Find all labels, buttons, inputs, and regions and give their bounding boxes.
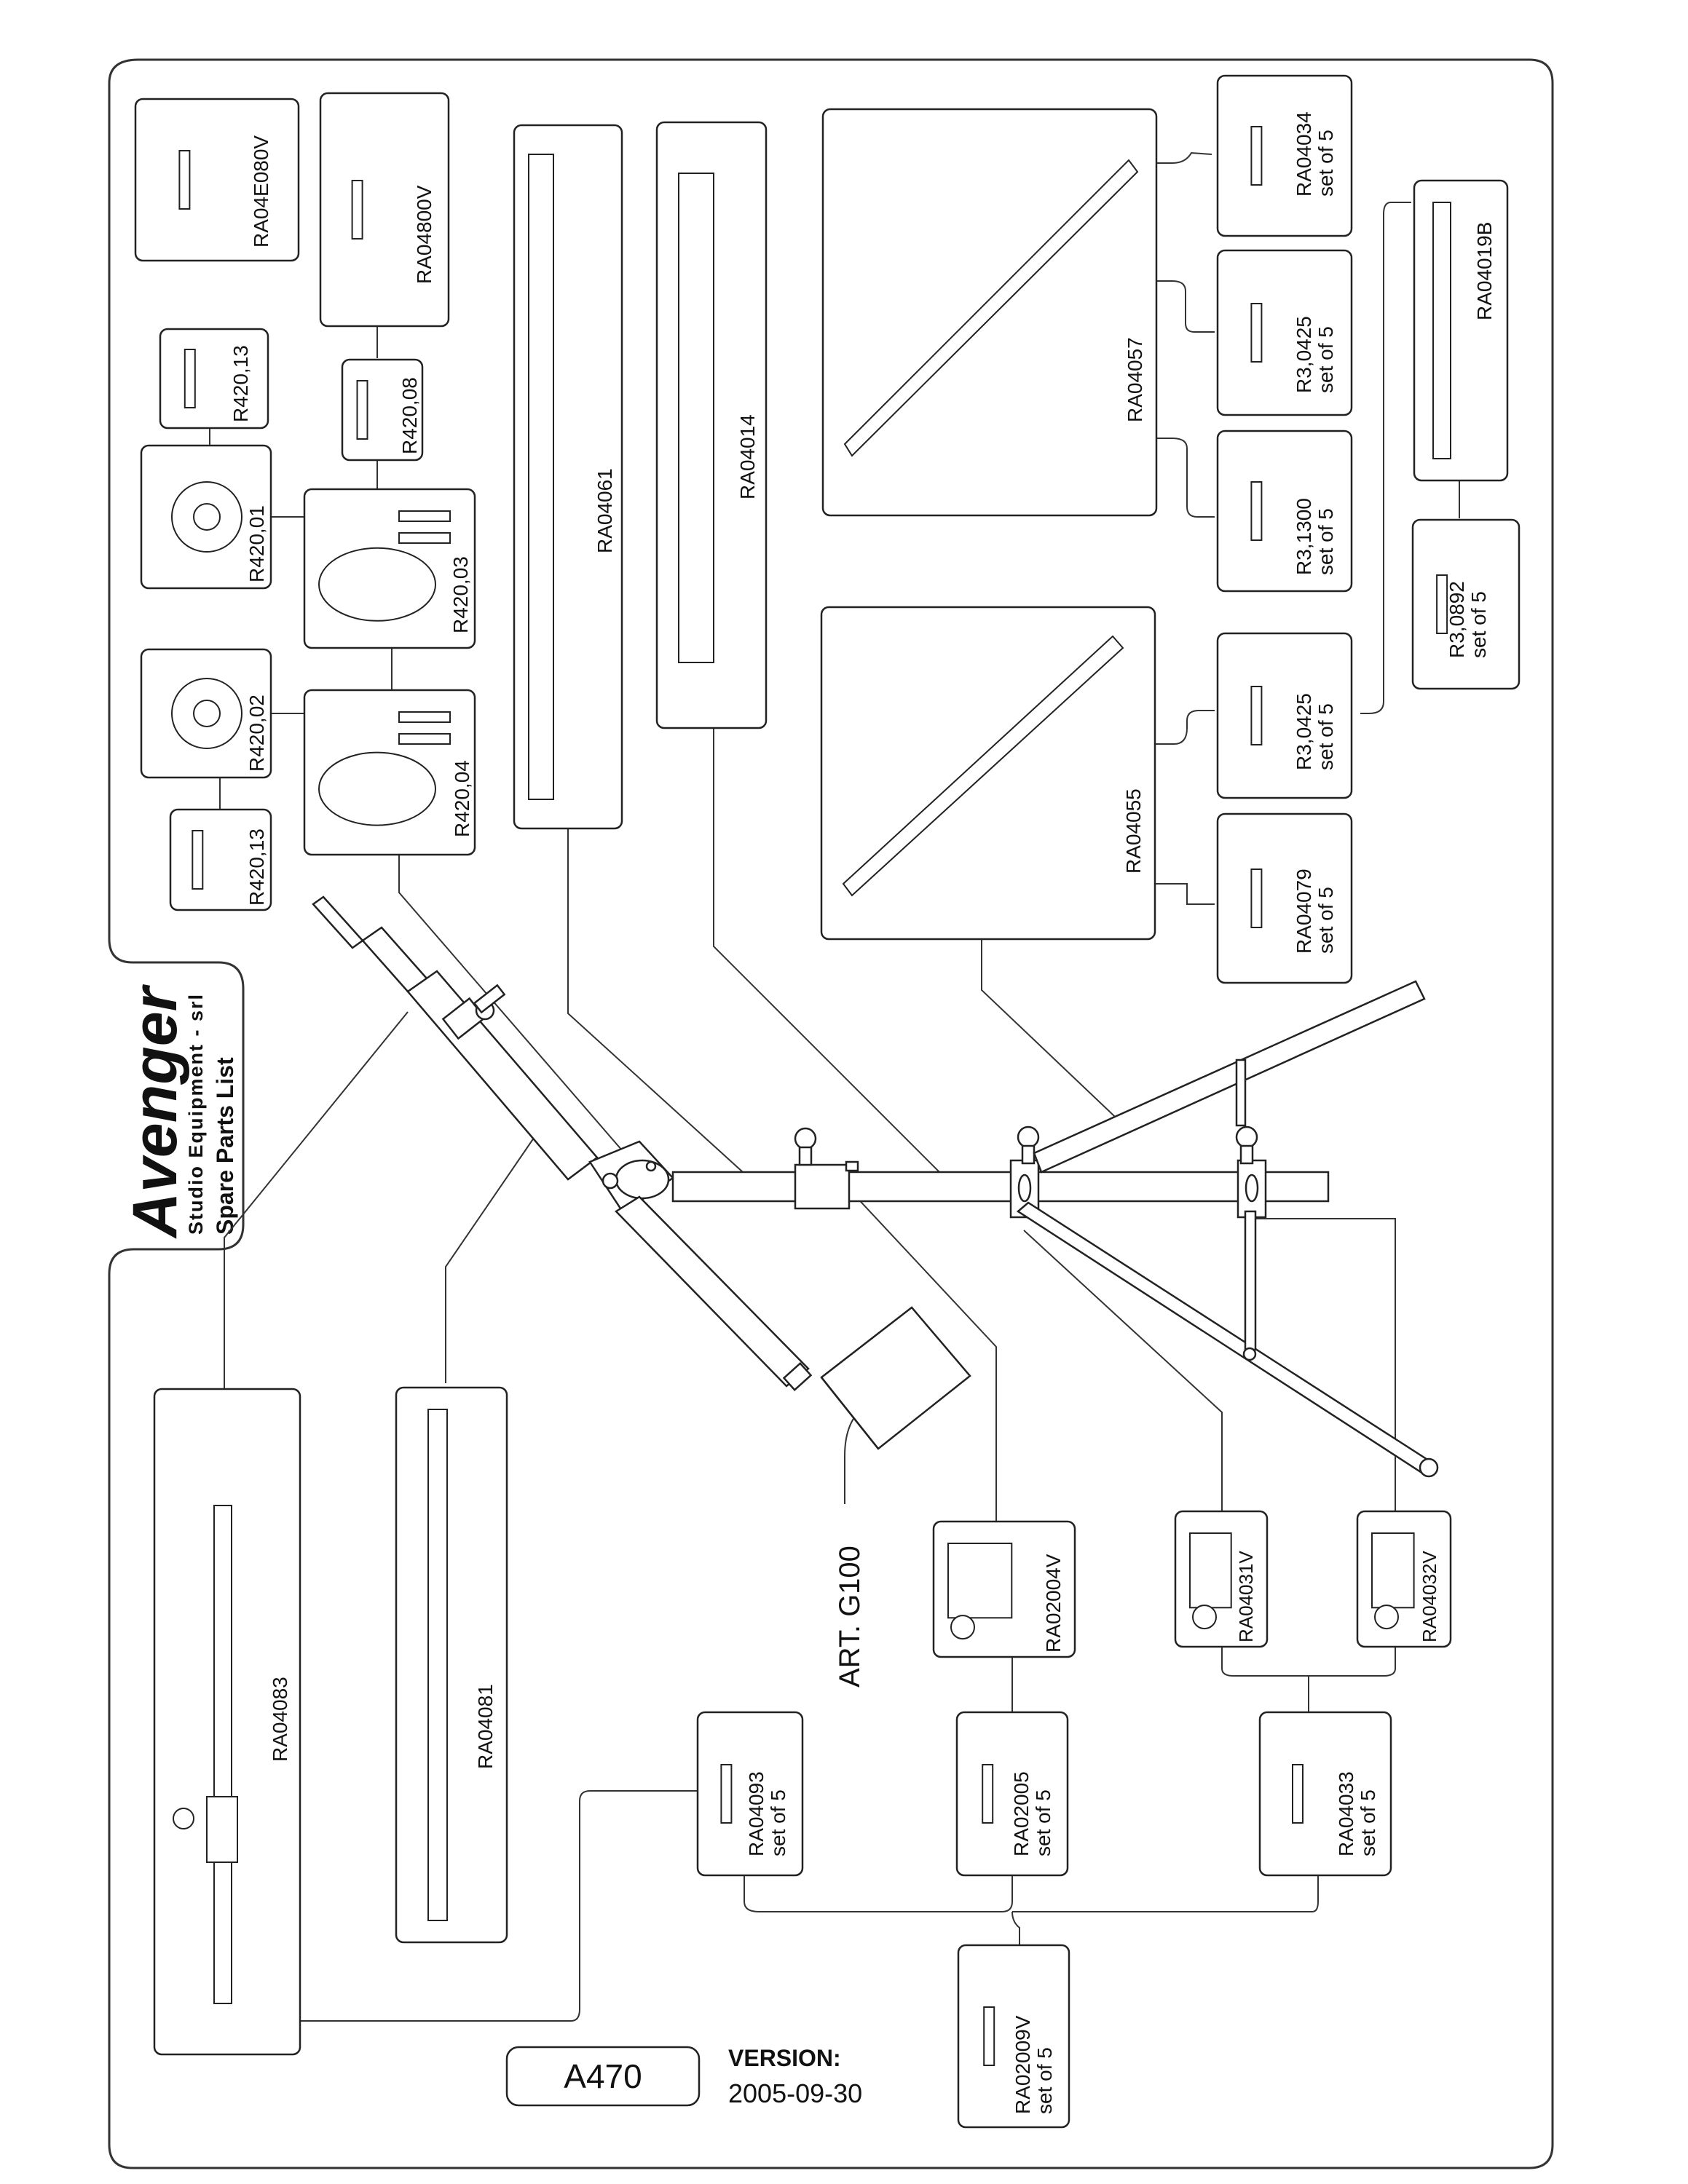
part-code: RA04032V (1419, 1551, 1440, 1642)
part-frame (1216, 812, 1353, 984)
part-note: set of 5 (1357, 1789, 1379, 1856)
part-code: RA02005 (1010, 1771, 1033, 1856)
part-code: R420,01 (245, 505, 268, 582)
doc-title: Spare Parts List (212, 1057, 238, 1235)
part-box: R420,02 (140, 648, 272, 779)
part-box: RA04031V (1174, 1510, 1269, 1648)
part-note: set of 5 (1314, 703, 1337, 770)
part-frame (955, 1711, 1069, 1877)
part-box: RA02004V (932, 1520, 1076, 1658)
part-box: RA04014 (655, 121, 768, 729)
brand-block: Avenger Studio Equipment - srl Spare Par… (120, 984, 238, 1239)
part-note: set of 5 (1314, 326, 1337, 393)
part-code: R420,13 (229, 345, 252, 422)
part-frame (1216, 249, 1353, 416)
part-code: RA02009V (1011, 2015, 1034, 2114)
version-block: A470 VERSION: 2005-09-30 (505, 2045, 862, 2108)
brand-company: Studio Equipment - srl (185, 993, 207, 1235)
part-note: set of 5 (1467, 591, 1490, 658)
part-code: RA04034 (1293, 111, 1315, 197)
part-code: R420,02 (245, 695, 268, 772)
part-box: RA04019B (1413, 179, 1509, 482)
part-frame (1258, 1711, 1392, 1877)
sheet-border (108, 58, 1554, 2169)
part-code: RA04061 (593, 468, 616, 553)
part-note: set of 5 (1033, 2047, 1056, 2114)
boom-assembly-drawing (312, 895, 1439, 1478)
part-code: RA04014 (736, 414, 759, 499)
part-frame (1216, 430, 1353, 593)
part-note: set of 5 (1032, 1789, 1054, 1856)
part-frame (1216, 632, 1353, 799)
part-box: R420,13 (169, 808, 272, 911)
part-box: R420,08 (341, 358, 424, 462)
part-code: RA04081 (474, 1684, 497, 1769)
part-code: R420,04 (451, 760, 473, 837)
part-box: R420,13 (159, 328, 269, 430)
version-label: VERSION: (728, 2045, 841, 2071)
part-code: R420,03 (449, 556, 472, 633)
part-note: set of 5 (1314, 887, 1337, 954)
part-code: RA04031V (1235, 1551, 1257, 1642)
part-box: RA04083 (153, 1388, 301, 2056)
part-code: RA04079 (1293, 869, 1315, 954)
model-code: A470 (564, 2057, 642, 2095)
part-code: RA04083 (269, 1677, 291, 1762)
part-code: RA04019B (1473, 222, 1496, 320)
part-code: R3,1300 (1293, 498, 1315, 575)
article-label: ART. G100 (834, 1546, 866, 1688)
part-frame (1216, 74, 1353, 237)
part-note: set of 5 (767, 1789, 789, 1856)
part-box: RA04061 (513, 124, 623, 830)
part-code: RA04055 (1122, 788, 1145, 874)
part-code: RA04800V (413, 185, 435, 284)
model-code-box (505, 2046, 701, 2107)
part-code: R3,0892 (1446, 581, 1468, 658)
part-code: R3,0425 (1293, 693, 1315, 770)
part-box: R420,03 (303, 488, 476, 649)
leader-lines (209, 151, 1460, 2022)
part-box: RA04E080V (134, 98, 300, 262)
brand-name: Avenger (120, 984, 190, 1239)
part-box: RA04081 (395, 1386, 508, 1944)
part-frame (395, 1386, 508, 1944)
part-box: RA04057 (821, 108, 1158, 517)
part-frame (319, 92, 450, 328)
part-code: R420,13 (245, 828, 268, 906)
part-box: R420,01 (140, 444, 272, 590)
part-code: R3,0425 (1293, 316, 1315, 393)
part-box: RA04032V (1356, 1510, 1452, 1648)
part-frame (1411, 518, 1521, 690)
version-date: 2005-09-30 (728, 2078, 862, 2108)
part-frame (957, 1944, 1070, 2129)
part-code: RA04093 (745, 1771, 768, 1856)
part-code: RA02004V (1042, 1554, 1065, 1653)
part-box: R420,04 (303, 689, 476, 856)
part-box: RA04055 (820, 606, 1156, 941)
part-box: RA04800V (319, 92, 450, 328)
part-frame (134, 98, 300, 262)
part-code: RA04033 (1335, 1771, 1357, 1856)
part-frame (696, 1711, 804, 1877)
part-note: set of 5 (1314, 508, 1337, 575)
part-code: RA04057 (1124, 337, 1146, 422)
part-note: set of 5 (1314, 130, 1337, 197)
part-code: RA04E080V (250, 135, 272, 248)
part-code: R420,08 (398, 377, 421, 454)
